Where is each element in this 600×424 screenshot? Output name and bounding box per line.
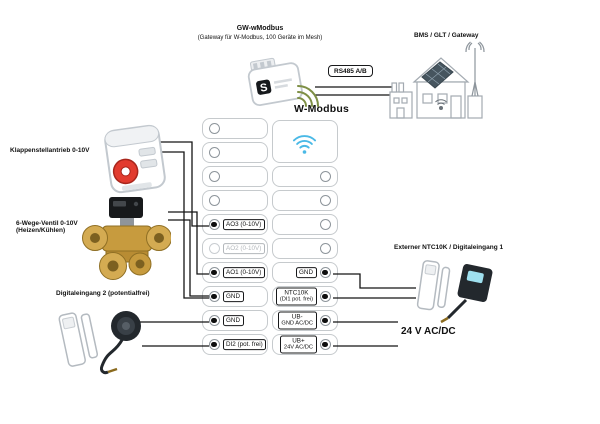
terminal-row-right-6-ub: UB-GND AC/DC bbox=[271, 310, 338, 331]
terminal-contact bbox=[208, 147, 220, 158]
bms-label: BMS / GLT / Gateway bbox=[414, 32, 479, 39]
terminal-row-left-8-gnd: GND bbox=[201, 310, 268, 331]
door-contact-icon bbox=[416, 260, 451, 311]
terminal-contact bbox=[208, 267, 220, 278]
terminal-row-left-2-empty bbox=[201, 166, 268, 187]
terminal-contact bbox=[319, 315, 331, 326]
wifi-header-cell bbox=[271, 119, 338, 163]
wmodbus-title: W-Modbus bbox=[294, 103, 350, 115]
bms-building-image bbox=[389, 41, 485, 119]
terminal-label: NTC10K(DI1 pot. frei) bbox=[276, 287, 317, 306]
six-way-valve-image bbox=[82, 197, 171, 280]
terminal-contact bbox=[319, 291, 331, 302]
terminal-column-right: GND NTC10K(DI1 pot. frei) UB-GND AC/DC UB+2… bbox=[270, 166, 340, 358]
external-ntc-label: Externer NTC10K / Digitaleingang 1 bbox=[394, 244, 504, 251]
terminal-label: UB+24V AC/DC bbox=[280, 335, 317, 354]
terminal-label: GND bbox=[222, 290, 244, 303]
terminal-row-left-6-ao1-0-10v: AO1 (0-10V) bbox=[201, 262, 268, 283]
svg-text:S: S bbox=[259, 82, 268, 95]
antenna-icon bbox=[465, 41, 485, 97]
terminal-contact bbox=[319, 171, 331, 182]
terminal-column-left: AO3 (0-10V) AO2 (0-10V) AO1 (0-10V) GND GND D… bbox=[200, 118, 270, 358]
terminal-contact bbox=[319, 243, 331, 254]
terminal-row-right-5-ntc10k: NTC10K(DI1 pot. frei) bbox=[271, 286, 338, 307]
wire-ntc-gnd bbox=[333, 273, 416, 289]
terminal-row-right-4-gnd: GND bbox=[271, 262, 338, 283]
terminal-contact bbox=[208, 123, 220, 134]
terminal-row-left-9-di2-pot-frei: DI2 (pot. frei) bbox=[201, 334, 268, 355]
terminal-contact bbox=[208, 171, 220, 182]
terminal-row-right-7-ub+: UB+24V AC/DC bbox=[271, 334, 338, 355]
terminal-label: GND bbox=[222, 314, 244, 327]
ntc-probe-icon bbox=[440, 263, 493, 324]
indoor-gateway-icon bbox=[435, 99, 447, 110]
terminal-row-right-2-empty bbox=[271, 214, 338, 235]
digital-input-2-sensor-image bbox=[58, 311, 141, 375]
terminal-row-right-1-empty bbox=[271, 190, 338, 211]
terminal-contact bbox=[319, 219, 331, 230]
gateway-wifi-arcs-icon bbox=[297, 85, 319, 107]
valve-label: 6-Wege-Ventil 0-10V (Heizen/Kühlen) bbox=[16, 220, 78, 234]
valve-label-line1: 6-Wege-Ventil 0-10V bbox=[16, 220, 78, 227]
terminal-label: GND bbox=[295, 266, 317, 279]
terminal-row-left-1-empty bbox=[201, 142, 268, 163]
gateway-name: GW-wModbus bbox=[236, 25, 284, 32]
terminal-label: AO1 (0-10V) bbox=[222, 266, 265, 279]
terminal-contact bbox=[319, 267, 331, 278]
terminal-row-left-4-ao3-0-10v: AO3 (0-10V) bbox=[201, 214, 268, 235]
terminal-row-left-7-gnd: GND bbox=[201, 286, 268, 307]
damper-actuator-image bbox=[104, 124, 166, 194]
brand-logo-icon bbox=[256, 79, 272, 95]
terminal-label: AO3 (0-10V) bbox=[222, 218, 265, 231]
digital-input-2-label: Digitaleingang 2 (potentialfrei) bbox=[56, 290, 150, 297]
terminal-contact bbox=[208, 339, 220, 350]
gateway-subtitle: (Gateway für W-Modbus, 100 Geräte im Mes… bbox=[197, 35, 323, 41]
terminal-label: DI2 (pot. frei) bbox=[222, 338, 267, 351]
terminal-contact bbox=[208, 219, 220, 230]
gateway-device-image: S bbox=[247, 57, 319, 107]
solar-panel-icon bbox=[421, 61, 454, 89]
terminal-contact bbox=[319, 339, 331, 350]
terminal-row-left-0-empty bbox=[201, 118, 268, 139]
terminal-contact bbox=[208, 291, 220, 302]
terminal-label: AO2 (0-10V) bbox=[222, 242, 265, 255]
round-sensor-icon bbox=[100, 311, 141, 375]
terminal-row-left-3-empty bbox=[201, 190, 268, 211]
terminal-contact bbox=[208, 195, 220, 206]
terminal-contact bbox=[208, 243, 220, 254]
terminal-contact bbox=[319, 195, 331, 206]
power-label: 24 V AC/DC bbox=[401, 326, 456, 337]
terminal-row-right-0-empty bbox=[271, 166, 338, 187]
ntc10k-sensor-image bbox=[416, 260, 493, 324]
door-contact-icon bbox=[58, 312, 99, 367]
rs485-label: RS485 A/B bbox=[328, 65, 373, 77]
valve-actuator-head bbox=[109, 197, 143, 218]
terminal-row-left-5-ao2-0-10v: AO2 (0-10V) bbox=[201, 238, 268, 259]
valve-label-line2: (Heizen/Kühlen) bbox=[16, 227, 66, 234]
terminal-label: UB-GND AC/DC bbox=[277, 311, 317, 330]
damper-label: Klappenstellantrieb 0-10V bbox=[10, 147, 90, 154]
terminal-row-right-3-empty bbox=[271, 238, 338, 259]
terminal-contact bbox=[208, 315, 220, 326]
